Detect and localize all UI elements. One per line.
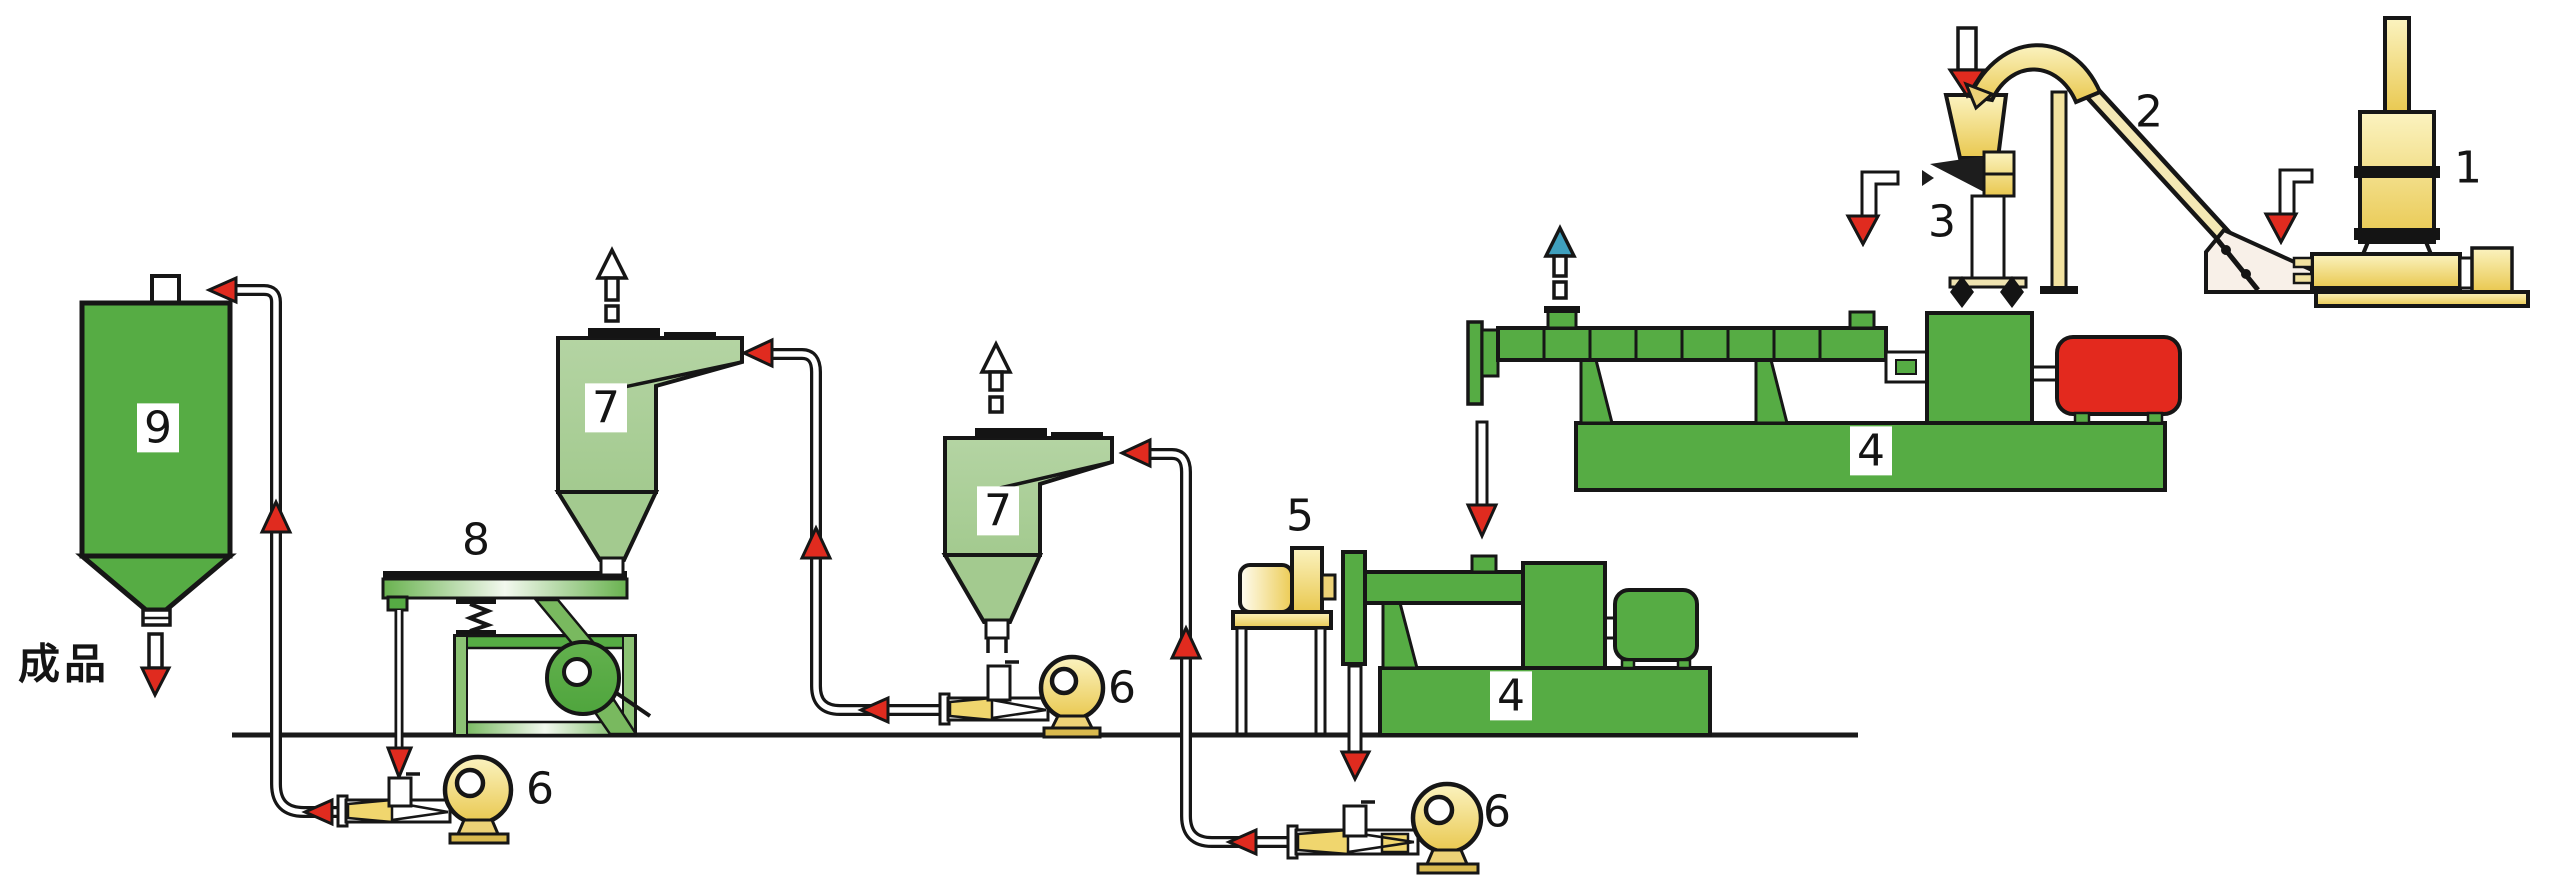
vent-arrow-icon bbox=[1543, 224, 1577, 300]
table-leg bbox=[1235, 626, 1248, 736]
finished-product-arrow bbox=[139, 632, 172, 699]
cyclone-cone bbox=[941, 553, 1044, 624]
venturi-feed-elbow bbox=[387, 776, 413, 808]
flow-arrow-down-icon bbox=[1465, 503, 1499, 540]
table-leg bbox=[1314, 626, 1327, 736]
label-blower-middle: 6 bbox=[1108, 662, 1136, 714]
flow-arrow-left-icon bbox=[857, 695, 890, 725]
main-extruder bbox=[1466, 224, 2182, 492]
flow-arrow-up-icon bbox=[1169, 624, 1203, 660]
flow-arrow-down-icon bbox=[385, 746, 414, 782]
flow-arrow-down-icon bbox=[1339, 750, 1372, 783]
mixer bbox=[2263, 16, 2530, 308]
pelletizer bbox=[1231, 546, 1337, 736]
screen-deck bbox=[381, 577, 629, 600]
pipe-to-cyclone-left bbox=[740, 337, 952, 725]
label-extruder-second: 4 bbox=[1490, 671, 1532, 721]
label-pelletizer: 5 bbox=[1286, 490, 1314, 542]
cyclone-left bbox=[554, 246, 744, 577]
mixer-screw-housing bbox=[2310, 252, 2462, 290]
mixer-discharge-arrow bbox=[2263, 168, 2314, 246]
label-screw-conveyor: 2 bbox=[2135, 86, 2163, 138]
label-mixer: 1 bbox=[2454, 142, 2482, 194]
vibrating-screen bbox=[381, 571, 652, 737]
conveyor-post bbox=[2050, 90, 2068, 290]
flow-arrow-up-icon bbox=[799, 524, 833, 560]
flow-arrow-down-icon bbox=[139, 666, 172, 699]
die-plate bbox=[1341, 550, 1367, 666]
mixer-motor bbox=[2470, 246, 2514, 294]
conveyor-head bbox=[1967, 43, 2103, 105]
feeder-discharge-arrow bbox=[1845, 170, 1900, 248]
cyclone-cone bbox=[554, 490, 660, 562]
feed-port bbox=[1848, 310, 1876, 330]
motor bbox=[2055, 335, 2182, 416]
pelletizing-extruder bbox=[1341, 550, 1712, 737]
gearbox bbox=[1521, 561, 1607, 670]
flow-arrow-left-icon bbox=[205, 275, 238, 305]
label-finished-product: 成品 bbox=[17, 639, 111, 689]
flow-arrow-up-icon bbox=[259, 498, 293, 534]
blower-right bbox=[1286, 781, 1484, 875]
melt-transfer-arrow bbox=[1465, 420, 1499, 540]
wheel-icon bbox=[2000, 276, 2024, 308]
vent-arrow-icon bbox=[979, 340, 1013, 414]
spring-icon bbox=[464, 602, 494, 633]
flow-arrow-left-icon bbox=[301, 797, 334, 827]
wheel-icon bbox=[1950, 276, 1974, 308]
venturi-feed-elbow bbox=[986, 664, 1012, 702]
pipe-to-cyclone-middle bbox=[1118, 437, 1295, 857]
die-end bbox=[1466, 320, 1484, 406]
flow-arrow-down-icon bbox=[1845, 214, 1881, 248]
label-extruder-first: 4 bbox=[1850, 426, 1892, 476]
feeder-stand bbox=[1970, 194, 2006, 280]
flow-arrow-left-icon bbox=[1225, 827, 1258, 857]
cyclone-middle bbox=[941, 340, 1114, 653]
label-blower-left: 6 bbox=[526, 763, 554, 815]
flow-arrow-down-icon bbox=[2263, 212, 2299, 246]
extruder-barrel bbox=[1363, 570, 1525, 605]
extruder-barrel bbox=[1496, 326, 1888, 362]
label-hopper-feeder: 3 bbox=[1928, 196, 1956, 248]
label-vibrating-screen: 8 bbox=[462, 514, 490, 566]
feed-port bbox=[1470, 554, 1498, 574]
blower-middle bbox=[938, 654, 1106, 739]
label-cyclone-left: 7 bbox=[585, 383, 627, 433]
blower-left bbox=[336, 754, 514, 845]
label-cyclone-middle: 7 bbox=[977, 486, 1019, 536]
pellet-drop-arrow bbox=[1339, 664, 1372, 783]
screw-conveyor bbox=[1963, 43, 2314, 294]
screen-drop-pipe bbox=[385, 610, 414, 782]
label-blower-right: 6 bbox=[1483, 786, 1511, 838]
extruder-base bbox=[1378, 666, 1712, 737]
label-product-silo: 9 bbox=[137, 403, 179, 453]
feeder-screw bbox=[1930, 156, 1984, 192]
pipe-to-silo bbox=[205, 275, 346, 827]
motor bbox=[1613, 588, 1699, 662]
flow-arrow-left-icon bbox=[740, 337, 774, 369]
flow-arrow-left-icon bbox=[1118, 437, 1152, 469]
vent-arrow-icon bbox=[595, 246, 629, 323]
venturi-feed-elbow bbox=[1342, 804, 1368, 838]
gearbox bbox=[1925, 311, 2034, 425]
mixer-baseplate bbox=[2314, 290, 2530, 308]
mixer-stack bbox=[2383, 16, 2411, 116]
